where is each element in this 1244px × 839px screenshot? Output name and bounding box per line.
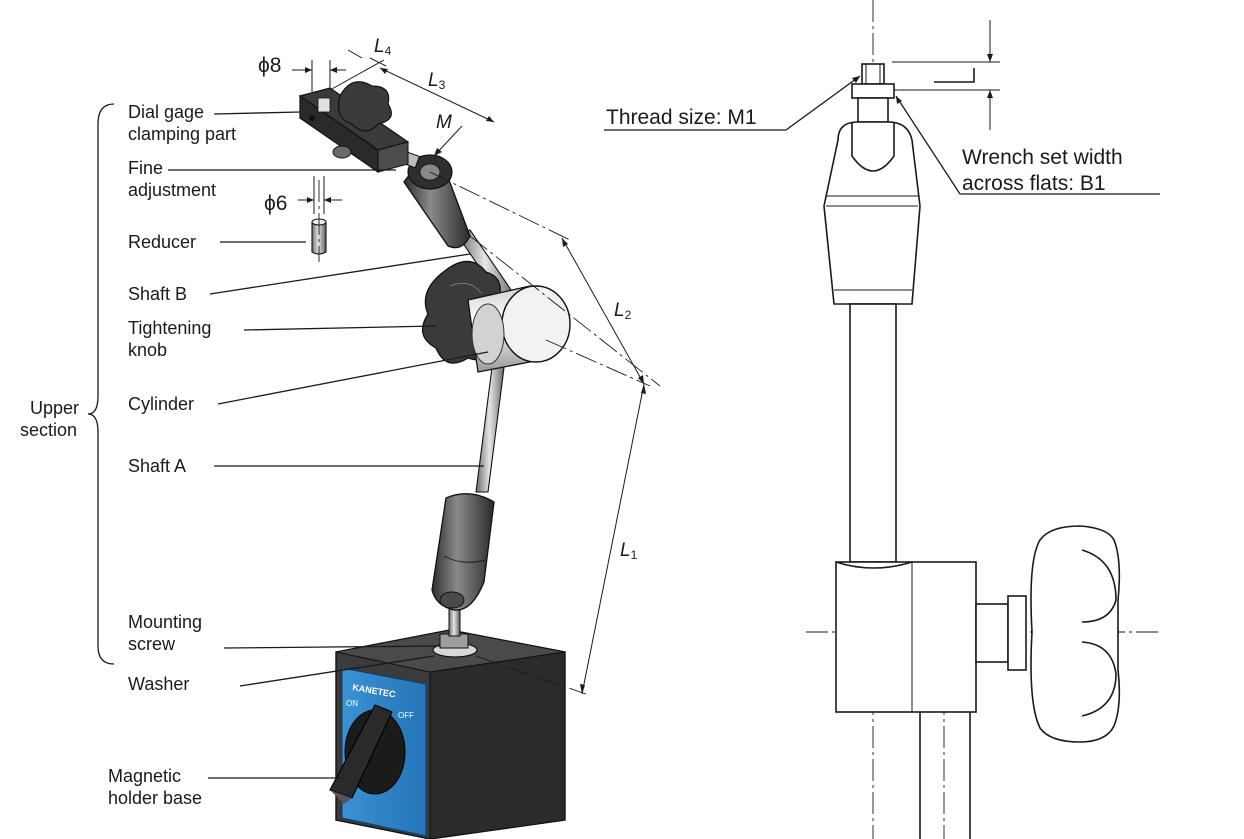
- dial-gage-clamping-part: [298, 81, 410, 174]
- detail-upper-grip: [823, 121, 921, 305]
- clamp-bore: [317, 97, 331, 113]
- cylinder-part: [467, 285, 571, 373]
- dim-l4: L4: [374, 36, 392, 58]
- dim-phi8: ϕ8: [258, 54, 281, 77]
- detail-knob[interactable]: [1030, 525, 1121, 743]
- off-label: OFF: [398, 711, 414, 720]
- cylinder-collar: [471, 303, 505, 365]
- label-cylinder: Cylinder: [128, 394, 194, 414]
- label-shaft-a: Shaft A: [128, 456, 186, 476]
- upper-section-brace: [87, 103, 115, 665]
- detail-knob-stem: [975, 603, 1009, 663]
- label-shaft-b: Shaft B: [128, 284, 187, 304]
- thread-tip: [861, 63, 885, 85]
- neck: [857, 97, 889, 123]
- dim-l3: L3: [428, 70, 446, 92]
- dimension-labels: ϕ8 L4 L3 M L2 L1 ϕ6: [258, 36, 638, 562]
- lower-grip: [431, 493, 495, 611]
- lower-grip-ball: [439, 591, 465, 609]
- label-washer: Washer: [128, 674, 189, 694]
- label-thread-size: Thread size: M1: [606, 106, 757, 129]
- detail-shaft: [849, 303, 897, 563]
- magnetic-holder-base: KANETEC ON OFF: [329, 629, 566, 839]
- wrench-flats: [851, 83, 895, 99]
- detail-lower-shaft: [919, 712, 971, 839]
- switch-lever[interactable]: [329, 704, 393, 799]
- on-label: ON: [346, 699, 358, 708]
- label-reducer: Reducer: [128, 232, 196, 252]
- dim-phi6: ϕ6: [264, 192, 287, 215]
- surface-finish-mark: [934, 68, 975, 83]
- switch-lever-tip: [330, 790, 352, 804]
- clamp-knob[interactable]: [337, 81, 392, 132]
- product-illustration: KANETEC ON OFF: [298, 81, 571, 839]
- dimension-lines: [292, 49, 661, 695]
- dim-l2: L2: [614, 300, 632, 322]
- dim-l1: L1: [620, 540, 638, 562]
- shaft-a: [475, 351, 507, 493]
- detail-cylinder: [835, 561, 977, 713]
- reducer-part: [311, 180, 327, 262]
- lower-grip-body: [431, 493, 495, 611]
- cylinder-end-face: [501, 285, 571, 363]
- dim-m: M: [436, 112, 452, 133]
- base-side-face: [429, 651, 566, 839]
